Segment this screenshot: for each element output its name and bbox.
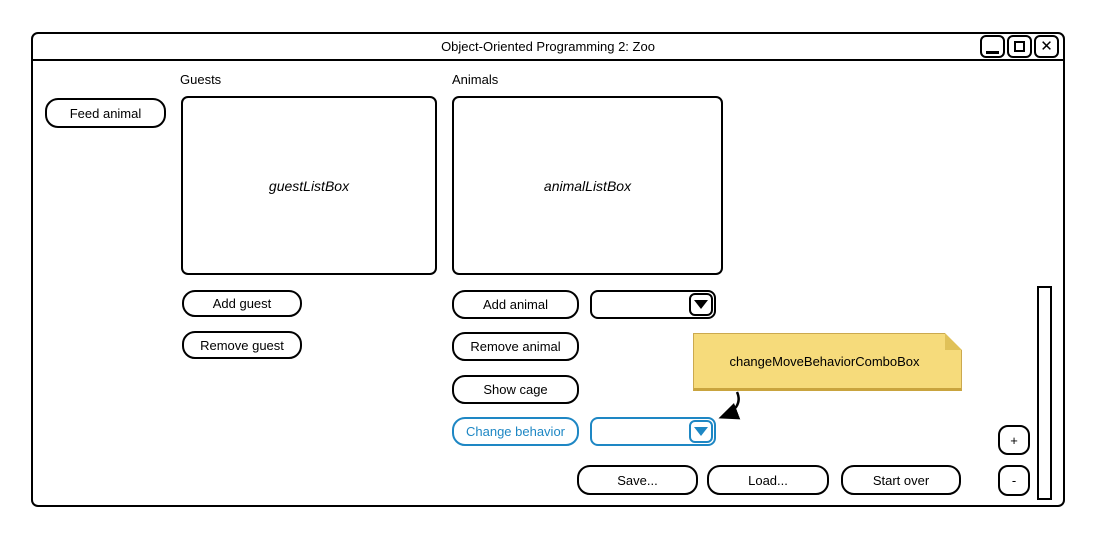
annotation-arrow-icon <box>718 391 741 420</box>
minimize-button[interactable] <box>980 35 1005 58</box>
guest-listbox-name: guestListBox <box>268 177 350 194</box>
animal-listbox-name: animalListBox <box>543 177 632 194</box>
change-behavior-button[interactable]: Change behavior <box>452 417 579 446</box>
window-controls: ✕ <box>980 35 1059 59</box>
show-cage-button[interactable]: Show cage <box>452 375 579 404</box>
feed-animal-button[interactable]: Feed animal <box>45 98 166 128</box>
animals-label: Animals <box>452 72 499 87</box>
zoom-out-button[interactable]: - <box>998 465 1030 496</box>
animal-type-combobox[interactable] <box>590 290 716 319</box>
guest-listbox[interactable]: guestListBox <box>181 96 437 275</box>
save-button[interactable]: Save... <box>577 465 698 495</box>
chevron-down-icon <box>694 427 708 436</box>
close-icon: ✕ <box>1040 38 1053 55</box>
remove-animal-button[interactable]: Remove animal <box>452 332 579 361</box>
add-animal-button[interactable]: Add animal <box>452 290 579 319</box>
close-button[interactable]: ✕ <box>1034 35 1059 58</box>
maximize-button[interactable] <box>1007 35 1032 58</box>
remove-guest-button[interactable]: Remove guest <box>182 331 302 359</box>
maximize-icon <box>1014 41 1025 52</box>
annotation-note: changeMoveBehaviorComboBox <box>693 333 962 391</box>
guests-label: Guests <box>180 72 222 87</box>
chevron-down-icon <box>694 300 708 309</box>
change-move-behavior-combobox[interactable] <box>590 417 716 446</box>
animal-type-combobox-value <box>600 292 686 317</box>
animal-type-combobox-arrow[interactable] <box>689 293 713 316</box>
vertical-scrollbar[interactable] <box>1037 286 1052 500</box>
change-move-behavior-combobox-value <box>600 419 686 444</box>
zoom-in-button[interactable]: + <box>998 425 1030 455</box>
load-button[interactable]: Load... <box>707 465 829 495</box>
change-move-behavior-combobox-arrow[interactable] <box>689 420 713 443</box>
animal-listbox[interactable]: animalListBox <box>452 96 723 275</box>
app-window: Object-Oriented Programming 2: Zoo ✕ Fee… <box>31 32 1065 507</box>
minimize-icon <box>986 51 999 54</box>
titlebar: Object-Oriented Programming 2: Zoo ✕ <box>33 34 1063 61</box>
annotation-text: changeMoveBehaviorComboBox <box>729 353 920 369</box>
add-guest-button[interactable]: Add guest <box>182 290 302 317</box>
note-fold-corner-icon <box>945 333 962 350</box>
window-title: Object-Oriented Programming 2: Zoo <box>441 39 655 54</box>
start-over-button[interactable]: Start over <box>841 465 961 495</box>
